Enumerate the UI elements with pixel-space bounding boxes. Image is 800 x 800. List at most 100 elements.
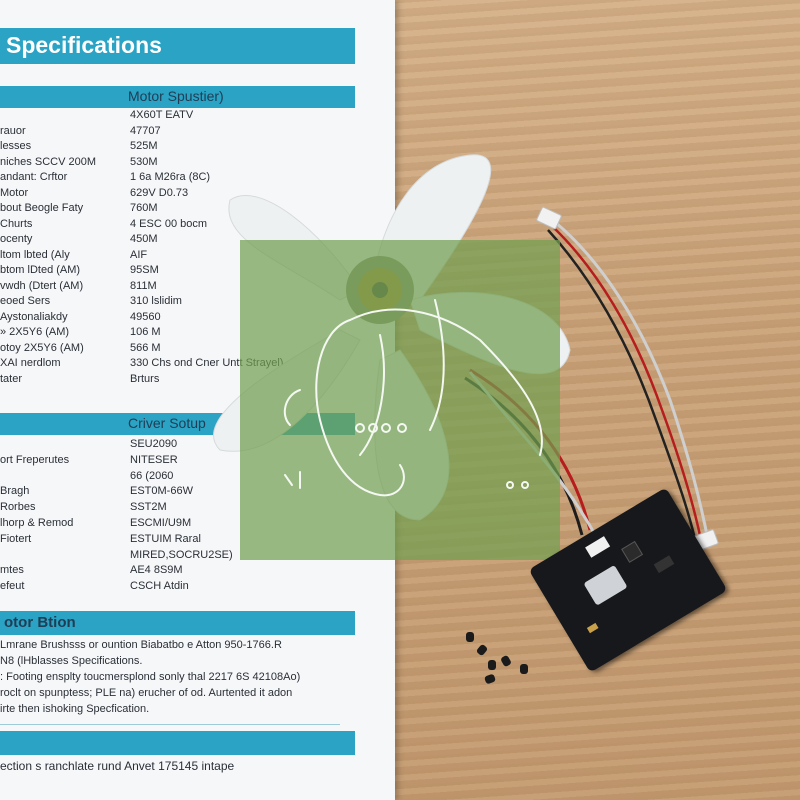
- spec-key: ort Freperutes: [0, 453, 70, 466]
- spec-value: 66 (2060: [130, 469, 174, 482]
- spec-row: Fiotert ESTUIM Raral: [0, 533, 360, 548]
- spec-paragraph: Lmrane Brushsss or ountion Biabatbo e At…: [0, 639, 282, 651]
- spec-key: efeut: [0, 580, 25, 593]
- spec-key: Motor: [0, 186, 29, 199]
- spec-key: lhorp & Remod: [0, 517, 74, 529]
- green-overlay: [240, 240, 560, 560]
- spec-row: » 2X5Y6 (AM) 106 M: [0, 326, 360, 341]
- spec-row: Bragh EST0M-66W: [0, 485, 360, 500]
- screw-icon: [466, 632, 474, 642]
- outline-drawing: [283, 299, 543, 497]
- spec-value: 629V D0.73: [130, 186, 189, 199]
- motor-header: Motor Spustier): [128, 88, 224, 104]
- button-header: otor Btion: [4, 614, 76, 631]
- spec-row: 4X60T EATV: [0, 109, 360, 124]
- spec-key: ocenty: [0, 233, 33, 245]
- spec-value: SST2M: [130, 501, 167, 514]
- spec-key: tater: [0, 372, 23, 385]
- spec-value: 811M: [130, 279, 157, 292]
- spec-row: efeut CSCH Atdin: [0, 580, 360, 595]
- spec-row: SEU2090: [0, 438, 360, 453]
- specs-title: Specifications: [6, 32, 162, 58]
- spec-row: Churts 4 ESC 00 bocm: [0, 218, 360, 233]
- spec-paragraph: N8 (lHblasses Specifications.: [0, 655, 143, 667]
- button-header-bar: otor Btion: [0, 611, 355, 635]
- specs-title-bar: Specifications: [0, 28, 355, 64]
- spec-value: ESTUIM Raral: [130, 532, 201, 545]
- spec-key: rauor: [0, 124, 26, 137]
- spec-row: MIRED,SOCRU2SE): [0, 549, 360, 564]
- screw-icon: [488, 660, 496, 670]
- spec-row: Aystonaliakdy 49560: [0, 311, 360, 326]
- spec-value: AIF: [130, 248, 148, 261]
- spec-key: vwdh (Dtert (AM): [0, 279, 84, 292]
- spec-row: tater Brturs: [0, 373, 360, 388]
- spec-row: ltom lbted (Aly AIF: [0, 249, 360, 264]
- spec-row: btom lDted (AM) 95SM: [0, 264, 360, 279]
- spec-key: » 2X5Y6 (AM): [0, 326, 70, 338]
- spec-key: Rorbes: [0, 501, 36, 514]
- spec-key: Churts: [0, 217, 33, 230]
- spec-value: 310 lslidim: [130, 295, 182, 307]
- spec-paragraph: roclt on spunptess; PLE na) erucher of o…: [0, 687, 293, 699]
- spec-row: niches SCCV 200M 530M: [0, 156, 360, 171]
- spec-value: NITESER: [130, 453, 178, 466]
- spec-key: mtes: [0, 564, 24, 577]
- spec-row: otoy 2X5Y6 (AM) 566 M: [0, 342, 360, 357]
- footer-text: ection s ranchlate rund Anvet 175145 int…: [0, 759, 235, 773]
- spec-key: eoed Sers: [0, 295, 51, 307]
- spec-key: ltom lbted (Aly: [0, 248, 70, 261]
- spec-value: 47707: [130, 124, 161, 137]
- spec-row: andant: Crftor 1 6a M26ra (8C): [0, 171, 360, 186]
- spec-paragraph: irte then ishoking Specfication.: [0, 703, 150, 715]
- spec-value: 106 M: [130, 326, 161, 338]
- spec-row: Motor 629V D0.73: [0, 187, 360, 202]
- spec-value: 4 ESC 00 bocm: [130, 217, 208, 230]
- spec-value: MIRED,SOCRU2SE): [130, 548, 233, 561]
- spec-key: Bragh: [0, 485, 30, 498]
- spec-value: 525M: [130, 140, 158, 152]
- spec-row: bout Beogle Faty 760M: [0, 202, 360, 217]
- spec-paragraph: : Footing ensplty toucmersplond sonly th…: [0, 671, 301, 683]
- screw-icon: [520, 664, 528, 674]
- spec-row: eoed Sers 310 lslidim: [0, 295, 360, 310]
- spec-value: 95SM: [130, 264, 159, 276]
- spec-row: Rorbes SST2M: [0, 501, 360, 516]
- spec-key: andant: Crftor: [0, 171, 68, 183]
- spec-row: lesses 525M: [0, 140, 360, 155]
- spec-value: ESCMI/U9M: [130, 517, 192, 529]
- spec-key: XAI nerdlom: [0, 357, 61, 369]
- spec-value: SEU2090: [130, 438, 178, 450]
- spec-row: mtes AE4 8S9M: [0, 564, 360, 579]
- spec-row: rauor 47707: [0, 125, 360, 140]
- spec-value: EST0M-66W: [130, 485, 193, 498]
- spec-key: btom lDted (AM): [0, 264, 81, 276]
- spec-key: Fiotert: [0, 532, 32, 545]
- specification-sheet: Specifications Motor Spustier) 4X60T EAT…: [0, 0, 395, 800]
- spec-row: 66 (2060: [0, 470, 360, 485]
- spec-value: 760M: [130, 202, 158, 214]
- spec-value: Brturs: [130, 372, 160, 385]
- divider: [0, 724, 340, 725]
- motor-header-bar: Motor Spustier): [0, 86, 355, 108]
- spec-value: 566 M: [130, 341, 161, 354]
- spec-key: otoy 2X5Y6 (AM): [0, 341, 84, 354]
- spec-key: niches SCCV 200M: [0, 155, 96, 168]
- spec-key: lesses: [0, 140, 32, 152]
- spec-row: ort Freperutes NITESER: [0, 454, 360, 469]
- spec-value: AE4 8S9M: [130, 564, 183, 577]
- spec-key: Aystonaliakdy: [0, 310, 68, 323]
- spec-row: lhorp & Remod ESCMI/U9M: [0, 517, 360, 532]
- spec-value: CSCH Atdin: [130, 580, 189, 593]
- spec-value: 4X60T EATV: [130, 109, 194, 121]
- spec-value: 450M: [130, 233, 158, 245]
- driver-header: Criver Sotup: [128, 415, 206, 431]
- spec-value: 49560: [130, 310, 161, 323]
- spec-value: 1 6a M26ra (8C): [130, 171, 211, 183]
- spec-value: 530M: [130, 155, 158, 168]
- spec-row: vwdh (Dtert (AM) 811M: [0, 280, 360, 295]
- footer-bar: [0, 731, 355, 755]
- spec-key: bout Beogle Faty: [0, 202, 84, 214]
- spec-row: ocenty 450M: [0, 233, 360, 248]
